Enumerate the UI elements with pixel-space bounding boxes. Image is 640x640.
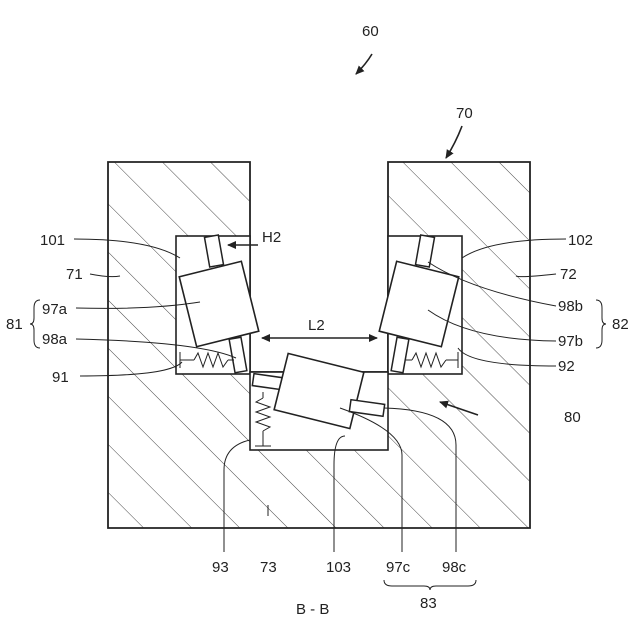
label-98c: 98c <box>442 559 467 576</box>
body-outline <box>108 162 530 528</box>
label-60: 60 <box>362 23 379 40</box>
label-97a: 97a <box>42 301 68 318</box>
brace-83 <box>384 580 476 590</box>
label-103: 103 <box>326 559 351 576</box>
label-93: 93 <box>212 559 229 576</box>
label-80: 80 <box>564 409 581 426</box>
label-81: 81 <box>6 316 23 333</box>
label-70: 70 <box>456 105 473 122</box>
label-section: B - B <box>296 601 329 618</box>
arrow-70 <box>446 126 462 158</box>
label-71: 71 <box>66 266 83 283</box>
label-98b: 98b <box>558 298 583 315</box>
label-102: 102 <box>568 232 593 249</box>
brace-82 <box>596 300 606 348</box>
label-98a: 98a <box>42 331 68 348</box>
label-97c: 97c <box>386 559 411 576</box>
label-83: 83 <box>420 595 437 612</box>
label-101: 101 <box>40 232 65 249</box>
label-92: 92 <box>558 358 575 375</box>
label-73: 73 <box>260 559 277 576</box>
label-82: 82 <box>612 316 629 333</box>
label-91: 91 <box>52 369 69 386</box>
arrow-60 <box>356 54 372 74</box>
brace-81 <box>30 300 40 348</box>
label-h2: H2 <box>262 229 281 246</box>
label-72: 72 <box>560 266 577 283</box>
label-97b: 97b <box>558 333 583 350</box>
label-l2: L2 <box>308 317 325 334</box>
